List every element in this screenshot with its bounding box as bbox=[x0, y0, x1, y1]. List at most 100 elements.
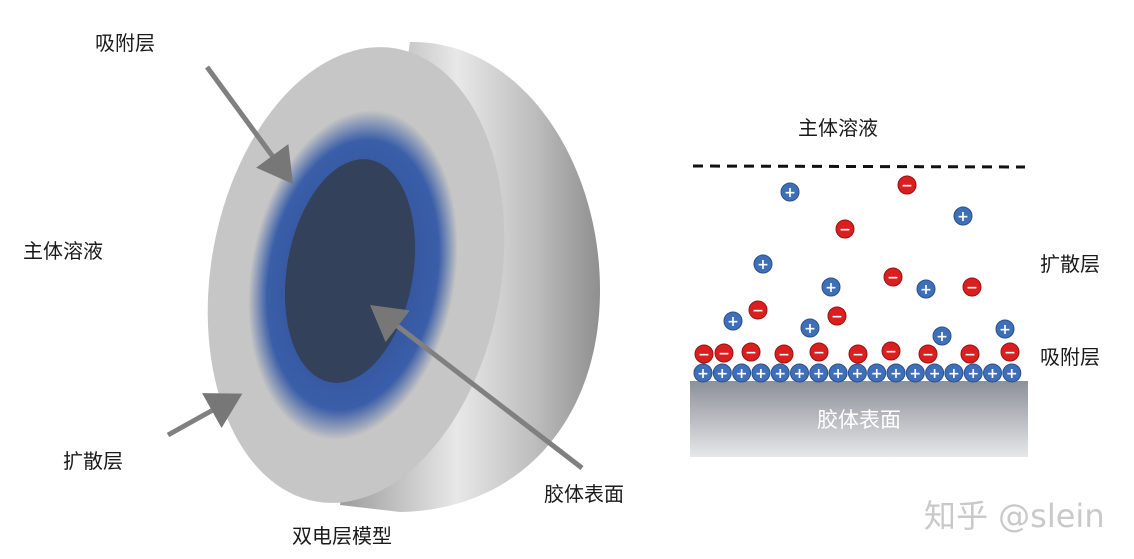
surface-cation: + bbox=[790, 363, 809, 383]
surface-cation: + bbox=[944, 363, 964, 383]
label-adsorption-left: 吸附层 bbox=[95, 31, 155, 55]
svg-text:−: − bbox=[901, 178, 913, 194]
label-diffuse-right: 扩散层 bbox=[1040, 252, 1100, 276]
svg-text:+: + bbox=[813, 366, 825, 382]
svg-text:+: + bbox=[890, 366, 902, 382]
svg-text:−: − bbox=[813, 345, 825, 361]
adsorbed-anion: − bbox=[881, 341, 901, 361]
svg-text:+: + bbox=[957, 209, 969, 225]
cation: + bbox=[800, 318, 820, 338]
svg-text:+: + bbox=[736, 366, 748, 382]
svg-text:−: − bbox=[852, 347, 864, 363]
surface-cation: + bbox=[983, 363, 1002, 383]
svg-text:+: + bbox=[784, 185, 796, 201]
cation: + bbox=[821, 277, 841, 297]
svg-text:+: + bbox=[832, 366, 844, 382]
surface-cation: + bbox=[925, 363, 945, 383]
svg-text:−: − bbox=[885, 344, 897, 360]
label-diffuse-left: 扩散层 bbox=[63, 449, 123, 473]
svg-text:+: + bbox=[697, 366, 709, 382]
left-arrows bbox=[166, 65, 584, 470]
svg-text:−: − bbox=[718, 346, 730, 362]
surface-cation: + bbox=[963, 363, 983, 383]
svg-text:+: + bbox=[794, 366, 806, 382]
svg-text:+: + bbox=[936, 329, 948, 345]
svg-text:+: + bbox=[1006, 366, 1018, 382]
surface-cation: + bbox=[828, 363, 848, 383]
svg-text:+: + bbox=[804, 321, 816, 337]
svg-text:+: + bbox=[852, 366, 864, 382]
adsorbed-anion: − bbox=[714, 343, 734, 363]
svg-text:+: + bbox=[929, 366, 941, 382]
svg-text:+: + bbox=[755, 366, 767, 382]
watermark: 知乎 @slein bbox=[924, 497, 1105, 535]
adsorbed-anion: − bbox=[809, 342, 829, 362]
adsorbed-anion: − bbox=[918, 344, 938, 364]
svg-text:−: − bbox=[752, 303, 764, 319]
sphere-model bbox=[207, 41, 600, 513]
cation: + bbox=[780, 182, 800, 202]
surface-cation: + bbox=[770, 363, 790, 383]
caption: 双电层模型 bbox=[292, 524, 392, 548]
svg-text:+: + bbox=[825, 280, 837, 296]
svg-text:+: + bbox=[716, 366, 728, 382]
svg-text:−: − bbox=[1004, 345, 1016, 361]
adsorbed-anion: − bbox=[694, 344, 714, 364]
label-adsorption-right: 吸附层 bbox=[1040, 345, 1100, 369]
adsorbed-anion: − bbox=[774, 344, 794, 364]
arrow-diffuse bbox=[166, 393, 243, 438]
surface-cation: + bbox=[1002, 363, 1022, 383]
svg-text:+: + bbox=[967, 366, 979, 382]
anion: − bbox=[827, 306, 847, 326]
cation: + bbox=[932, 326, 952, 346]
svg-text:+: + bbox=[757, 257, 769, 273]
svg-text:−: − bbox=[887, 270, 899, 286]
svg-text:+: + bbox=[871, 366, 883, 382]
svg-text:−: − bbox=[839, 222, 851, 238]
arrow-colloid bbox=[370, 304, 584, 470]
surface-cation: + bbox=[693, 363, 713, 383]
svg-text:−: − bbox=[745, 345, 757, 361]
surface-cation: + bbox=[712, 363, 732, 383]
surface-cation: + bbox=[751, 363, 771, 383]
svg-text:+: + bbox=[909, 366, 921, 382]
anion: − bbox=[748, 300, 768, 320]
svg-text:−: − bbox=[778, 347, 790, 363]
svg-text:−: − bbox=[698, 347, 710, 363]
adsorbed-anion: − bbox=[848, 344, 868, 364]
cation: + bbox=[723, 311, 743, 331]
surface-cation: + bbox=[905, 363, 925, 383]
cation: + bbox=[953, 206, 973, 226]
label-bulk-left: 主体溶液 bbox=[23, 239, 103, 263]
cation: + bbox=[753, 254, 773, 274]
surface-cation: + bbox=[732, 363, 752, 383]
colloid-surface bbox=[690, 381, 1028, 457]
svg-text:−: − bbox=[966, 280, 978, 296]
svg-text:+: + bbox=[920, 282, 932, 298]
surface-cation: + bbox=[867, 363, 887, 383]
adsorbed-anion: − bbox=[1000, 342, 1020, 362]
svg-text:−: − bbox=[831, 309, 843, 325]
svg-text:+: + bbox=[727, 314, 739, 330]
anion: − bbox=[883, 267, 903, 287]
ion-layer: +−+−+−++−−+−+++−−−−−−−−−−+++++++++++++++… bbox=[693, 175, 1022, 383]
svg-text:+: + bbox=[948, 366, 960, 382]
anion: − bbox=[835, 219, 855, 239]
cation: + bbox=[916, 279, 936, 299]
bulk-boundary-dashed bbox=[692, 164, 1026, 169]
svg-text:−: − bbox=[964, 347, 976, 363]
adsorbed-anion: − bbox=[741, 342, 761, 362]
label-bulk-right: 主体溶液 bbox=[798, 116, 878, 140]
anion: − bbox=[897, 175, 917, 195]
label-surface-right: 胶体表面 bbox=[817, 408, 901, 432]
label-colloid-left: 胶体表面 bbox=[544, 482, 624, 506]
svg-text:+: + bbox=[987, 366, 999, 382]
svg-text:−: − bbox=[922, 347, 934, 363]
surface-cation: + bbox=[809, 363, 829, 383]
cation: + bbox=[995, 319, 1015, 339]
anion: − bbox=[962, 277, 982, 297]
svg-text:+: + bbox=[999, 322, 1011, 338]
arrow-adsorption bbox=[204, 65, 293, 185]
adsorbed-anion: − bbox=[960, 344, 980, 364]
